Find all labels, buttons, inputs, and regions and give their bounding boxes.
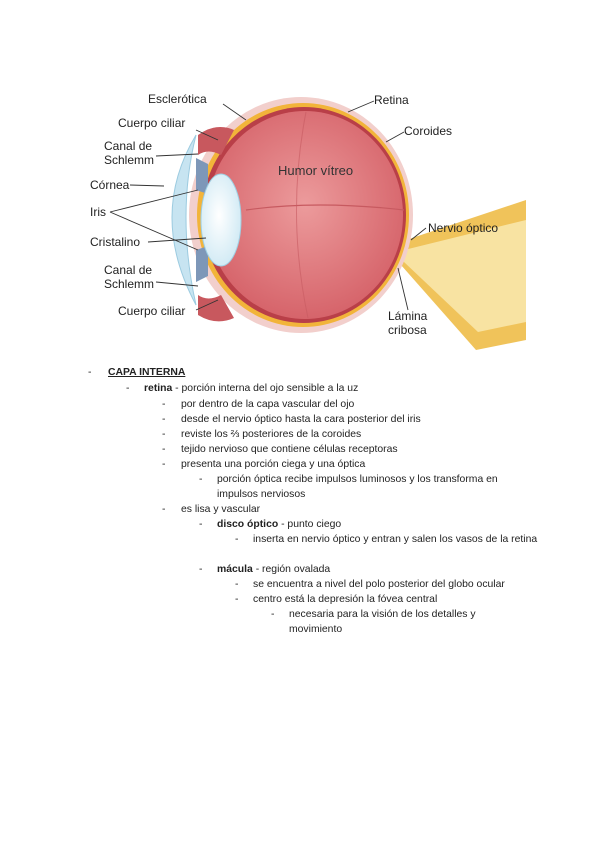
optic-nerve: [391, 200, 526, 350]
ciliary-body-bottom: [198, 295, 234, 322]
vitreous-body: [207, 111, 403, 319]
eye-diagram: Esclerótica Cuerpo ciliar Canal de Schle…: [90, 92, 526, 350]
label-cristalino: Cristalino: [90, 235, 140, 249]
eye-anatomy-figure: Esclerótica Cuerpo ciliar Canal de Schle…: [86, 60, 526, 360]
term-disco-optico: disco óptico: [217, 519, 279, 530]
term-retina: retina: [144, 383, 173, 394]
cornea: [171, 134, 197, 306]
section-heading: CAPA INTERNA: [108, 367, 186, 378]
label-canal-top-2: Schlemm: [104, 153, 154, 167]
label-coroides: Coroides: [404, 124, 452, 138]
term-macula: mácula: [217, 564, 253, 575]
label-cuerpo-ciliar-top: Cuerpo ciliar: [118, 116, 185, 130]
lens: [200, 173, 242, 267]
label-canal-bottom-1: Canal de: [104, 263, 152, 277]
label-nervio-optico: Nervio óptico: [428, 221, 498, 235]
label-humor-vitreo: Humor vítreo: [278, 163, 353, 178]
label-lamina-2: cribosa: [388, 323, 427, 337]
label-cuerpo-ciliar-bottom: Cuerpo ciliar: [118, 304, 185, 318]
label-lamina-1: Lámina: [388, 309, 428, 323]
label-retina: Retina: [374, 93, 409, 107]
label-canal-bottom-2: Schlemm: [104, 277, 154, 291]
label-iris: Iris: [90, 205, 106, 219]
label-canal-top-1: Canal de: [104, 139, 152, 153]
label-esclerotica: Esclerótica: [148, 92, 207, 106]
label-cornea: Córnea: [90, 178, 130, 192]
iris: [196, 158, 208, 194]
ciliary-body-top: [198, 126, 234, 155]
